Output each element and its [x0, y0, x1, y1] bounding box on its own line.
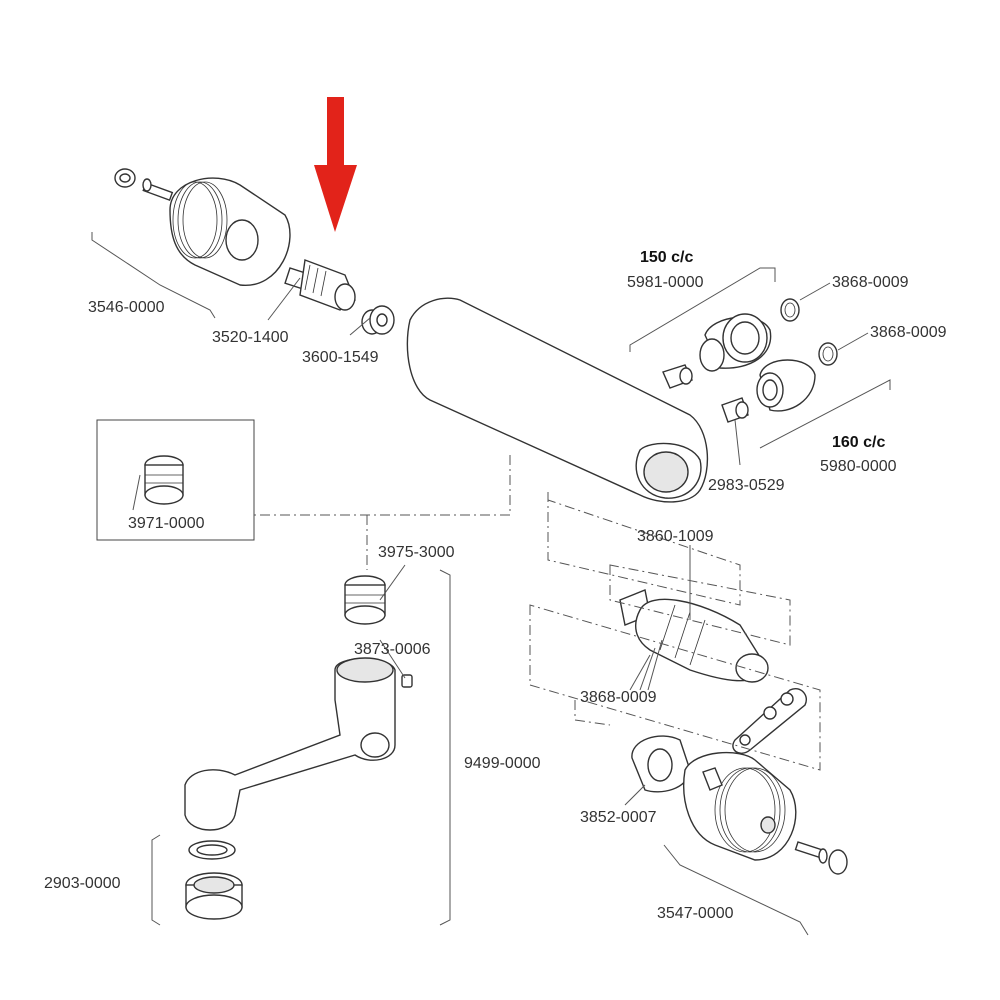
aerator [185, 872, 243, 920]
label-3868-0009-top: 3868-0009 [832, 274, 909, 291]
flow-cartridge [284, 259, 356, 311]
dashed-boundaries [254, 455, 821, 771]
spout-grub-screw [401, 674, 413, 688]
label-9499-0000: 9499-0000 [464, 755, 541, 772]
label-3547-0000: 3547-0000 [657, 905, 734, 922]
label-2983-0529: 2983-0529 [708, 477, 785, 494]
handle-brace [91, 232, 216, 319]
eccentric-160 [721, 359, 816, 423]
cartridge-clip [732, 688, 807, 754]
label-3971-0000: 3971-0000 [128, 515, 205, 532]
label-160-cc: 160 c/c [832, 434, 885, 451]
label-3868-0009-cartridge: 3868-0009 [580, 689, 657, 706]
handle-nut [114, 168, 136, 188]
filter-washer-mid [818, 342, 838, 366]
label-5981-0000: 5981-0000 [627, 274, 704, 291]
red-down-arrow-icon [314, 97, 357, 232]
label-3520-1400: 3520-1400 [212, 329, 289, 346]
aerator-washer [188, 840, 236, 860]
spout-adaptor [344, 575, 386, 625]
right-handle-screw [794, 841, 848, 875]
thermostatic-cartridge [619, 589, 769, 683]
part-labels: 3546-0000 3520-1400 3600-1549 150 c/c 59… [44, 249, 947, 922]
inset-box [96, 419, 255, 541]
label-3873-0006: 3873-0006 [354, 641, 431, 658]
left-handle-assembly [91, 168, 291, 319]
label-3600-1549: 3600-1549 [302, 349, 379, 366]
left-handle [169, 177, 291, 286]
spline-adaptor [361, 305, 395, 335]
right-handle [683, 751, 797, 861]
retaining-ring [631, 735, 691, 793]
label-3868-0009-mid: 3868-0009 [870, 324, 947, 341]
bath-spout [184, 657, 396, 831]
mixer-body [406, 297, 709, 503]
label-2903-0000: 2903-0000 [44, 875, 121, 892]
label-150-cc: 150 c/c [640, 249, 693, 266]
label-3860-1009: 3860-1009 [637, 528, 714, 545]
label-5980-0000: 5980-0000 [820, 458, 897, 475]
filter-washer-top [780, 298, 800, 322]
label-3975-3000: 3975-3000 [378, 544, 455, 561]
label-3546-0000: 3546-0000 [88, 299, 165, 316]
eccentric-150 [662, 313, 772, 389]
handle-screw [142, 178, 174, 201]
leader-lines [132, 267, 891, 936]
label-3852-0007: 3852-0007 [580, 809, 657, 826]
